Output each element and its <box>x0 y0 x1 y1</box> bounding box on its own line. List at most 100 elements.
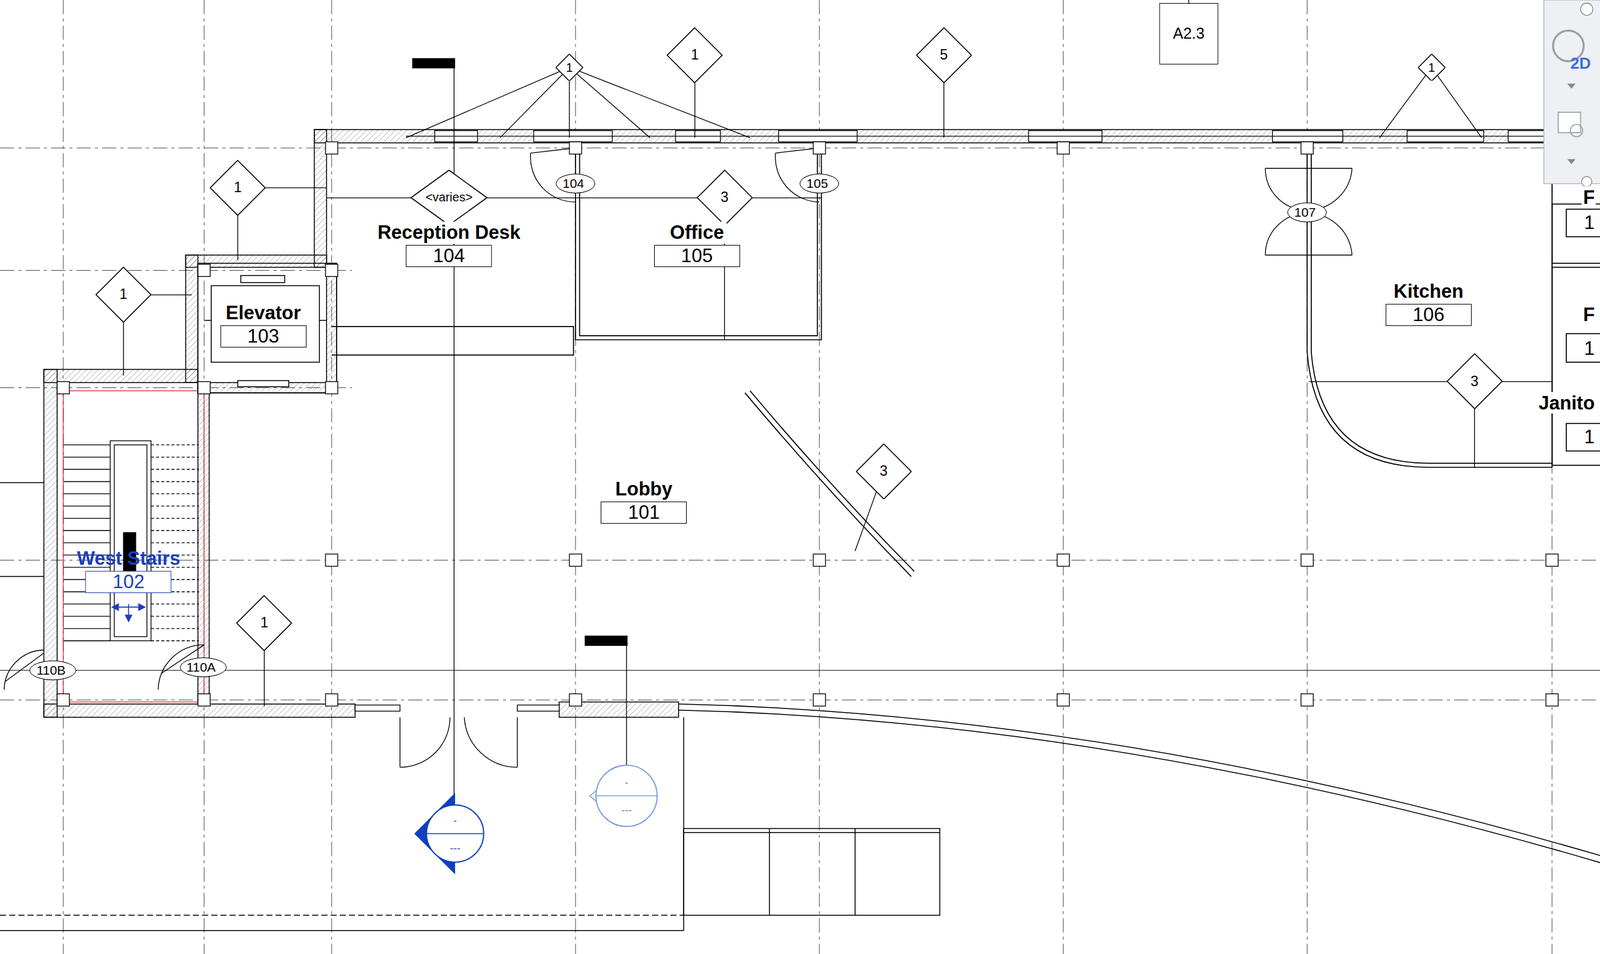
column <box>325 264 338 277</box>
door-number: 110A <box>186 660 217 675</box>
wall-tag-diamond: 3 <box>696 170 753 227</box>
column <box>325 554 338 567</box>
door-tag: 105 <box>799 173 840 194</box>
doors <box>4 148 1353 768</box>
wall-tag-diamond: <varies> <box>410 170 488 227</box>
stair-tread <box>151 628 200 629</box>
column <box>813 141 826 155</box>
room-tag: Elevator103 <box>220 302 307 348</box>
windows <box>355 130 1600 712</box>
diamond-shape <box>410 170 488 227</box>
stair-tread <box>63 542 110 544</box>
section-detail: - <box>453 813 457 827</box>
stairs <box>63 391 204 703</box>
wall-tag-diamond: 3 <box>1446 353 1503 410</box>
column <box>1300 694 1314 707</box>
stair-tread <box>63 603 110 605</box>
callout-number: 1 <box>234 179 242 196</box>
room-name: Office <box>667 221 727 244</box>
wall-tag-diamond: 1 <box>555 53 584 82</box>
callout-number: 3 <box>1470 373 1479 391</box>
room-number: 1 <box>1582 337 1596 359</box>
stair-tread <box>151 506 200 507</box>
callout-number: 1 <box>260 615 269 633</box>
elevator-shaft <box>197 263 337 394</box>
callout-number: 1 <box>119 286 128 304</box>
diamond-shape <box>916 27 972 83</box>
wall-tag-diamond: 1 <box>236 595 293 652</box>
walls <box>43 129 1600 718</box>
diamond-shape <box>856 444 912 500</box>
room-name: West Stairs <box>74 547 183 570</box>
wall-tag-diamond: 1 <box>1417 53 1446 82</box>
column <box>569 694 582 707</box>
callout-number: 5 <box>939 46 948 64</box>
room-name: Reception Desk <box>375 221 524 244</box>
column <box>1300 141 1314 155</box>
wall-tag-diamond: 1 <box>667 27 723 83</box>
column <box>57 694 70 707</box>
wall-tag-diamond: 1 <box>95 266 152 323</box>
wall-tag-diamond: 5 <box>915 27 972 83</box>
column <box>325 141 338 155</box>
stair-tread <box>63 493 110 495</box>
column <box>197 264 211 277</box>
room-name: F <box>1581 303 1596 325</box>
stair-tread <box>63 518 110 520</box>
callout-number: 1 <box>565 60 573 75</box>
room-tag: Lobby101 <box>600 478 687 524</box>
stair-tread <box>151 469 200 470</box>
diamond-shape <box>697 170 753 227</box>
column <box>1545 694 1559 707</box>
diamond-shape <box>555 54 583 82</box>
stair-tread <box>151 456 200 458</box>
callout-number: <varies> <box>425 191 473 206</box>
leader-lines <box>123 0 1553 707</box>
view-mode: 2D <box>1570 54 1591 73</box>
section-detail: - <box>624 776 629 790</box>
column <box>569 141 582 155</box>
room-number: 101 <box>600 501 687 524</box>
room-tag: Reception Desk104 <box>375 221 524 268</box>
column <box>197 382 211 395</box>
door-number: 104 <box>562 176 585 191</box>
column <box>1300 554 1314 567</box>
section-sheet: --- <box>621 803 633 817</box>
diamond-shape <box>95 267 152 323</box>
callout-number: 3 <box>720 189 729 207</box>
room-name: F <box>1581 186 1596 208</box>
room-number: 104 <box>405 245 492 268</box>
stair-tread <box>151 616 200 617</box>
room-name: Janito <box>1537 392 1596 414</box>
room-number: 103 <box>220 325 307 348</box>
diamond-shape <box>1447 354 1503 410</box>
reference-line <box>0 670 1600 671</box>
stair-tread <box>63 469 110 470</box>
stair-tread <box>151 640 200 642</box>
room-number: 1 <box>1582 211 1596 234</box>
stair-tread <box>151 530 200 532</box>
door-number: 110B <box>36 663 66 678</box>
column <box>57 382 70 395</box>
door-tag: 104 <box>555 173 596 194</box>
stair-tread <box>63 456 110 458</box>
stair-tread <box>63 444 110 446</box>
wall-tag-diamond: 1 <box>209 159 266 216</box>
stair-tread <box>63 628 110 629</box>
callout-number: 3 <box>879 463 888 480</box>
interior-walls <box>331 148 1600 577</box>
sheet-reference-box: A2.3 <box>1159 3 1218 65</box>
diamond-shape <box>1418 54 1446 82</box>
door-tag: 110A <box>179 657 227 678</box>
column <box>1057 694 1070 707</box>
column <box>813 554 826 567</box>
room-name: Lobby <box>612 478 676 501</box>
wall-tag-diamond: 3 <box>855 443 912 500</box>
stair-tread <box>151 481 200 483</box>
section-sheet: --- <box>449 841 461 855</box>
stair-tread <box>63 616 110 617</box>
column <box>197 694 211 707</box>
column <box>325 694 338 707</box>
door-number: 107 <box>1294 205 1316 220</box>
